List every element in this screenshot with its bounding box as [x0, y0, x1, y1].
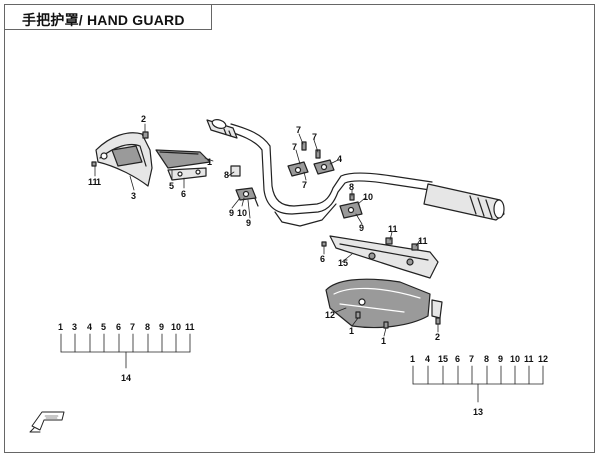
- drawing-frame: [4, 4, 595, 453]
- title-box: 手把护罩/ HAND GUARD: [4, 4, 212, 30]
- left-bracket: [155, 149, 211, 181]
- callout-8-b: 8: [349, 182, 354, 192]
- screws: [91, 131, 441, 329]
- kit13-item: 10: [510, 354, 520, 364]
- callout-2-b: 2: [435, 332, 440, 342]
- callout-7-d: 7: [302, 180, 307, 190]
- kit14-item: 5: [101, 322, 106, 332]
- callout-7-c: 7: [292, 142, 297, 152]
- left-grip: [206, 119, 238, 139]
- callout-3: 3: [131, 191, 136, 201]
- callout-7-b: 7: [312, 132, 317, 142]
- right-grip: [423, 183, 505, 221]
- callout-6-b: 6: [320, 254, 325, 264]
- callout-11: 11: [88, 177, 98, 187]
- kit-14-labels: 1 3 4 5 6 7 8 9 10 11 14: [58, 322, 195, 383]
- callout-1-b: 1: [207, 157, 212, 167]
- kit14-label: 14: [121, 373, 131, 383]
- kit13-item: 15: [438, 354, 448, 364]
- kit14-item: 10: [171, 322, 181, 332]
- kit13-item: 7: [469, 354, 474, 364]
- callout-11-c: 11: [418, 236, 428, 246]
- callout-6: 6: [181, 189, 186, 199]
- callout-9-c: 9: [359, 223, 364, 233]
- kit14-item: 11: [185, 322, 195, 332]
- kit13-label: 13: [473, 407, 483, 417]
- kit13-item: 1: [410, 354, 415, 364]
- kit13-item: 11: [524, 354, 534, 364]
- right-bracket: [329, 235, 439, 279]
- kit-14-bracket: [60, 333, 191, 369]
- callout-12: 12: [325, 310, 335, 320]
- callout-2: 2: [141, 114, 146, 124]
- kit-13-labels: 1 4 15 6 7 8 9 10 11 12 13: [410, 354, 548, 417]
- left-clamp: [230, 165, 257, 201]
- callout-15: 15: [338, 258, 348, 268]
- kit14-item: 9: [159, 322, 164, 332]
- kit13-item: 8: [484, 354, 489, 364]
- kit14-item: 3: [72, 322, 77, 332]
- kit13-item: 4: [425, 354, 430, 364]
- center-clamps: [287, 159, 335, 177]
- callout-1-d: 1: [381, 336, 386, 346]
- kit14-item: 6: [116, 322, 121, 332]
- callout-10: 10: [237, 208, 247, 218]
- kit13-item: 6: [455, 354, 460, 364]
- callout-9-b: 9: [246, 218, 251, 228]
- kit13-item: 12: [538, 354, 548, 364]
- kit13-item: 9: [498, 354, 503, 364]
- kit14-item: 1: [58, 322, 63, 332]
- callouts: 2 11 1 3 5 6 1 8 9 10 9 7 7 7 7 4 8 10 9…: [88, 114, 440, 346]
- left-hand-guard: [95, 132, 153, 187]
- kit-13-bracket: [412, 365, 544, 403]
- kit14-item: 4: [87, 322, 92, 332]
- callout-1-c: 1: [349, 326, 354, 336]
- callout-1: 1: [96, 177, 101, 187]
- right-clamp: [339, 201, 363, 219]
- right-hand-guard: [325, 278, 443, 329]
- callout-4: 4: [337, 154, 342, 164]
- callout-5: 5: [169, 181, 174, 191]
- callout-10-b: 10: [363, 192, 373, 202]
- kit14-item: 8: [145, 322, 150, 332]
- handlebar: [224, 123, 433, 227]
- callout-11-b: 11: [388, 224, 398, 234]
- callout-7-a: 7: [296, 125, 301, 135]
- callout-8: 8: [224, 170, 229, 180]
- kit14-item: 7: [130, 322, 135, 332]
- front-arrow-icon: [29, 411, 65, 433]
- callout-9: 9: [229, 208, 234, 218]
- leader-lines: [94, 123, 439, 337]
- page-title: 手把护罩/ HAND GUARD: [22, 12, 185, 28]
